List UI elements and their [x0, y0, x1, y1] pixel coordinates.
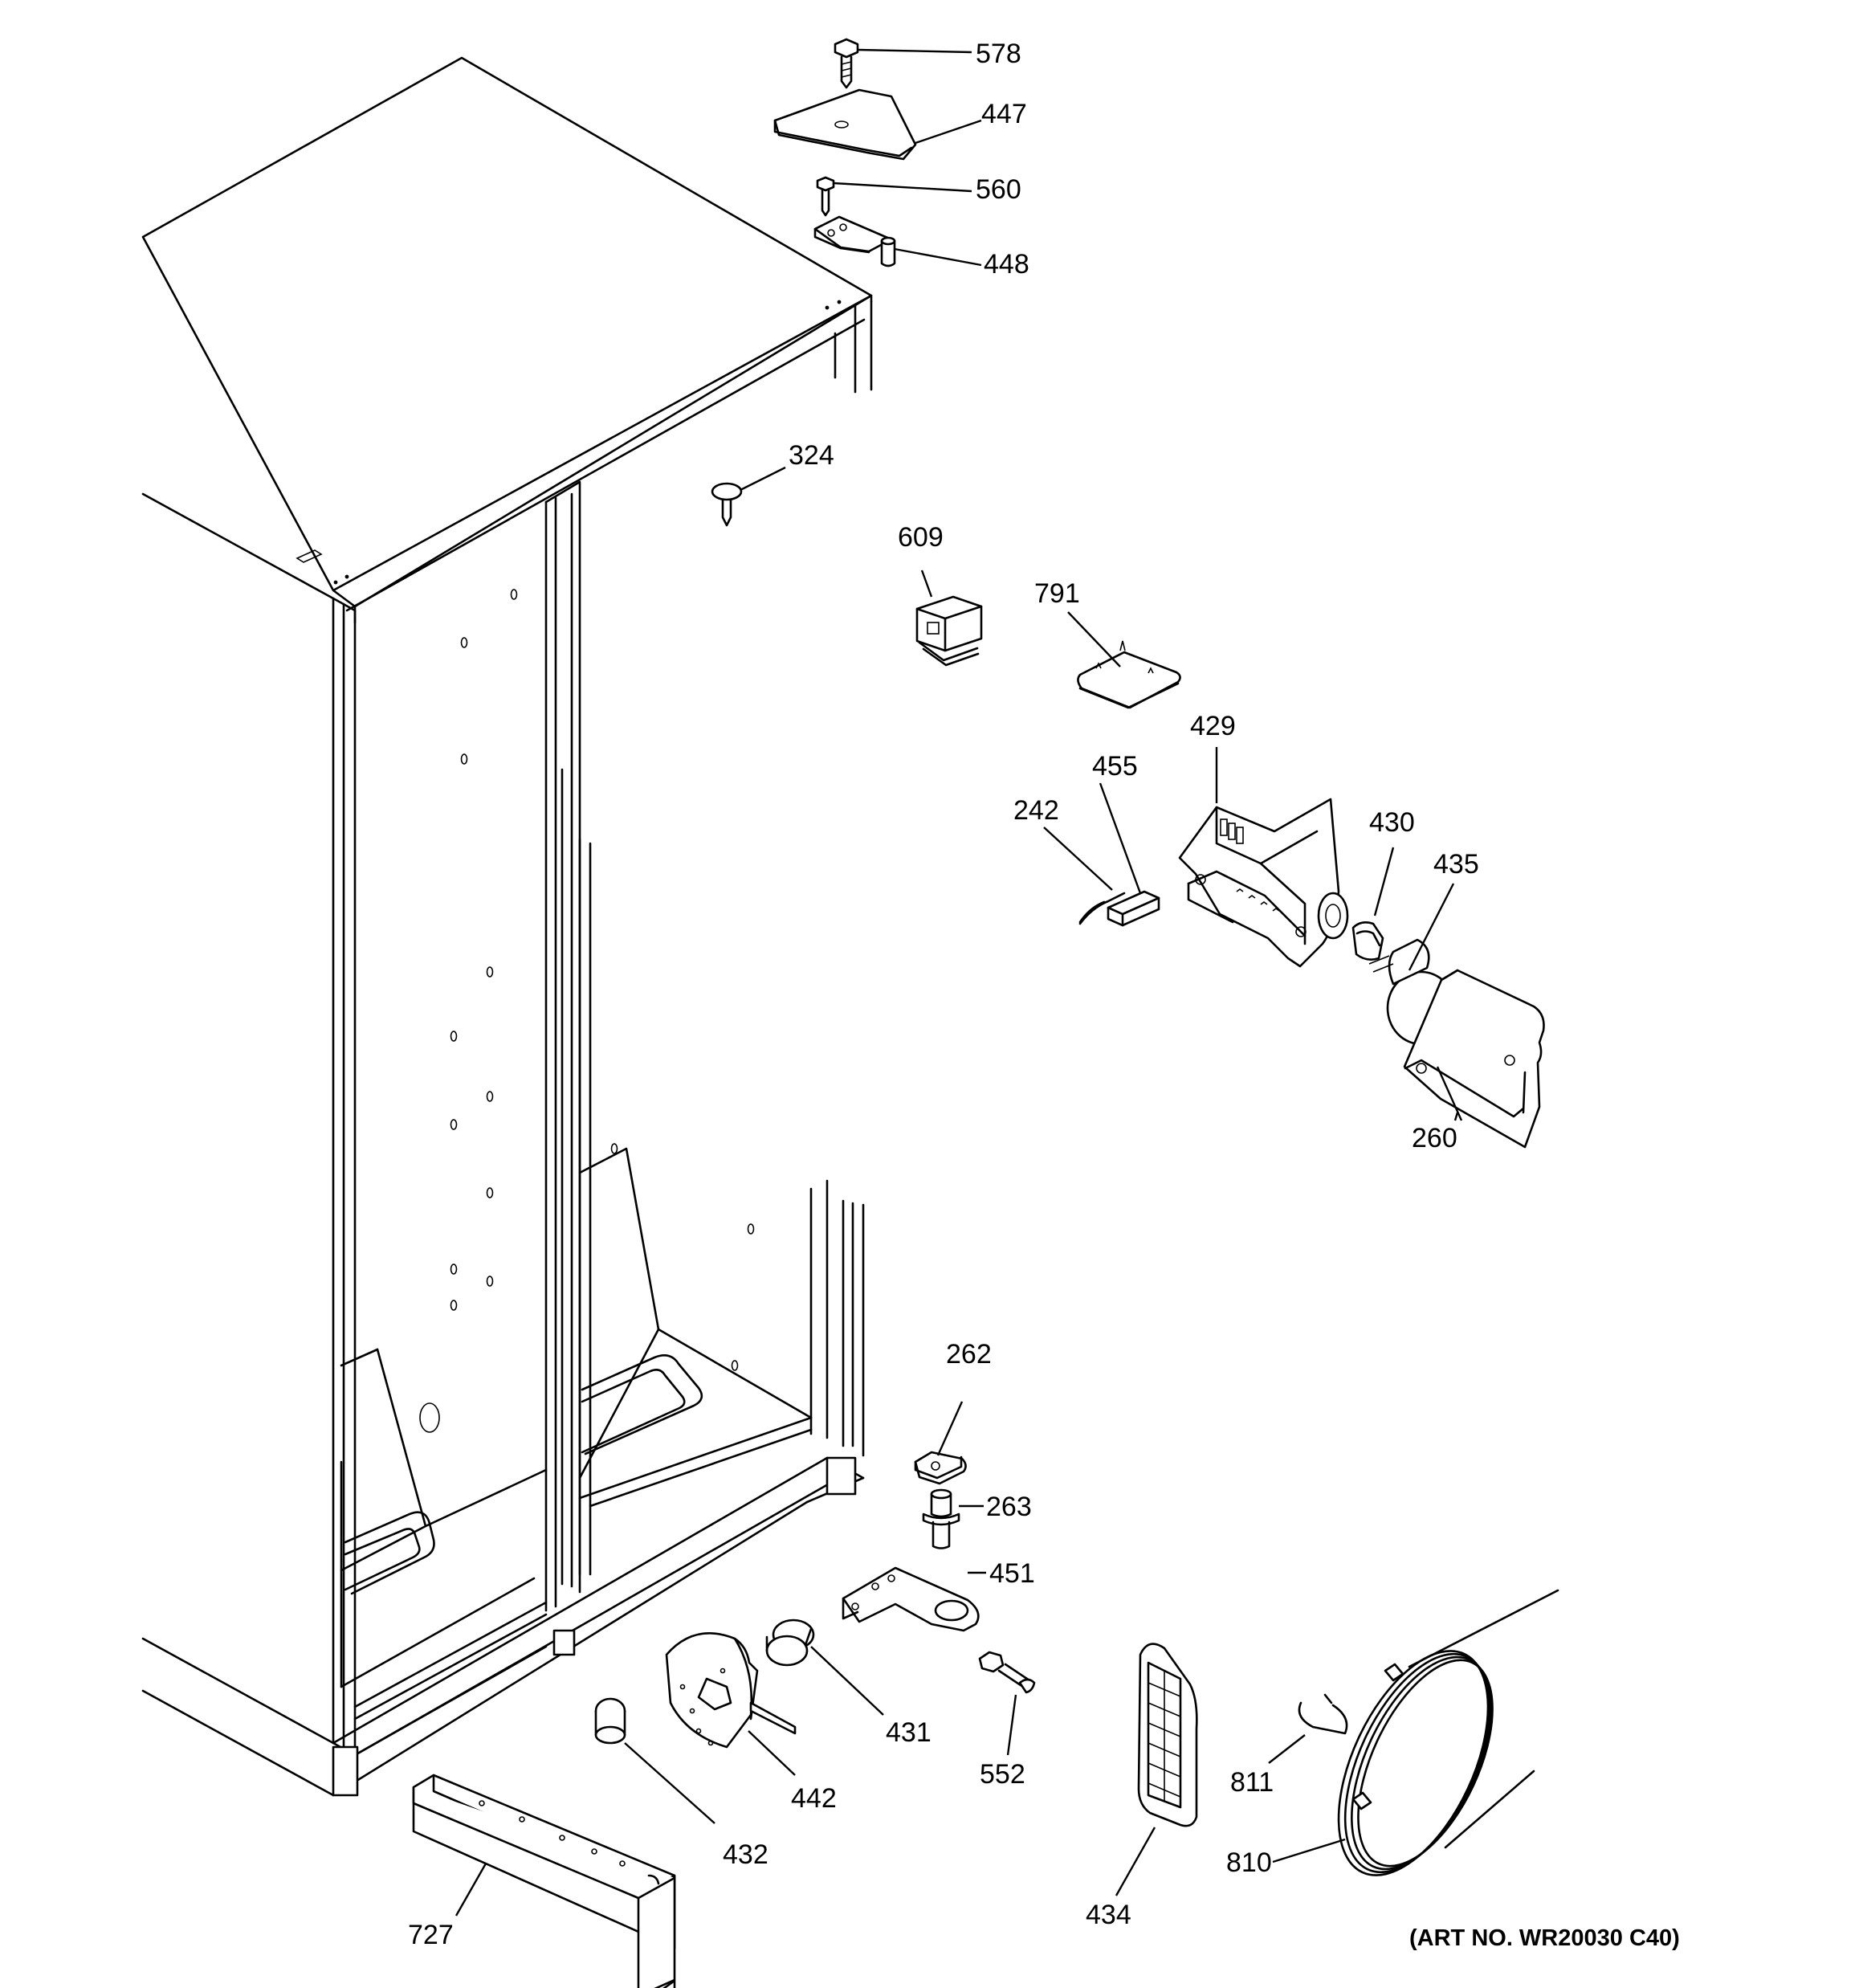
label-260: 260	[1412, 1123, 1457, 1153]
label-432: 432	[723, 1839, 768, 1870]
label-430: 430	[1369, 807, 1415, 838]
part-262-bushing	[914, 1451, 967, 1485]
label-791: 791	[1034, 578, 1080, 609]
part-451-bottom-hinge	[842, 1566, 980, 1632]
leader-lines	[455, 48, 1463, 1917]
part-609-switch	[915, 595, 983, 667]
refrigerator-cabinet	[141, 56, 873, 1797]
label-447: 447	[981, 99, 1027, 129]
part-578-screw	[834, 38, 859, 89]
part-552-screw	[978, 1651, 1036, 1694]
label-810: 810	[1226, 1847, 1272, 1878]
part-labels: 578 447 560 448 324 609 791 429 455 242 …	[408, 39, 1680, 1951]
label-811: 811	[1230, 1767, 1274, 1798]
label-431: 431	[886, 1717, 932, 1748]
part-448-hinge	[813, 215, 896, 267]
art-number: (ART NO. WR20030 C40)	[1409, 1925, 1680, 1951]
label-262: 262	[946, 1339, 992, 1370]
part-263-hinge-pin	[922, 1488, 960, 1549]
label-442: 442	[791, 1783, 837, 1814]
label-455: 455	[1092, 751, 1138, 782]
label-578: 578	[976, 39, 1021, 69]
label-429: 429	[1190, 711, 1236, 741]
label-727: 727	[408, 1920, 454, 1950]
part-560-screw	[816, 176, 835, 217]
part-324-plug	[711, 482, 743, 527]
label-434: 434	[1086, 1900, 1131, 1930]
label-242: 242	[1013, 795, 1059, 826]
part-430-socket	[1351, 921, 1384, 961]
label-435: 435	[1433, 849, 1479, 880]
part-810-water-line	[1337, 1589, 1559, 1876]
label-552: 552	[980, 1759, 1025, 1790]
label-448: 448	[984, 249, 1029, 280]
part-455-thermistor	[1107, 890, 1160, 927]
part-260-light-shield	[1403, 969, 1545, 1149]
cabinet-holes	[419, 589, 755, 1433]
part-434-vent-grille	[1137, 1643, 1198, 1827]
part-727-kick-plate	[412, 1774, 676, 1988]
part-447-hinge-cover	[773, 88, 917, 161]
label-560: 560	[976, 174, 1021, 205]
part-429-light-housing	[1178, 798, 1349, 968]
part-791-cover	[1077, 640, 1181, 709]
part-432-cylinder	[594, 1697, 626, 1745]
label-609: 609	[898, 522, 944, 553]
label-324: 324	[789, 440, 834, 471]
label-263: 263	[986, 1492, 1032, 1522]
label-451: 451	[989, 1558, 1035, 1589]
part-811-clip	[1298, 1693, 1348, 1735]
part-442-damper-assembly	[665, 1632, 797, 1749]
part-242-wire	[1078, 892, 1126, 925]
part-431-plug	[765, 1619, 815, 1667]
